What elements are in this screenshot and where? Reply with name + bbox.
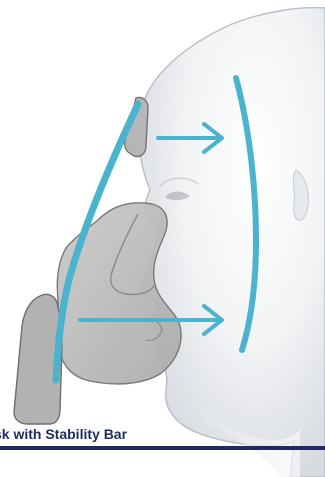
caption-rule [0,446,325,450]
head-shape [139,8,325,477]
caption-text: sk with Stability Bar [0,427,127,441]
